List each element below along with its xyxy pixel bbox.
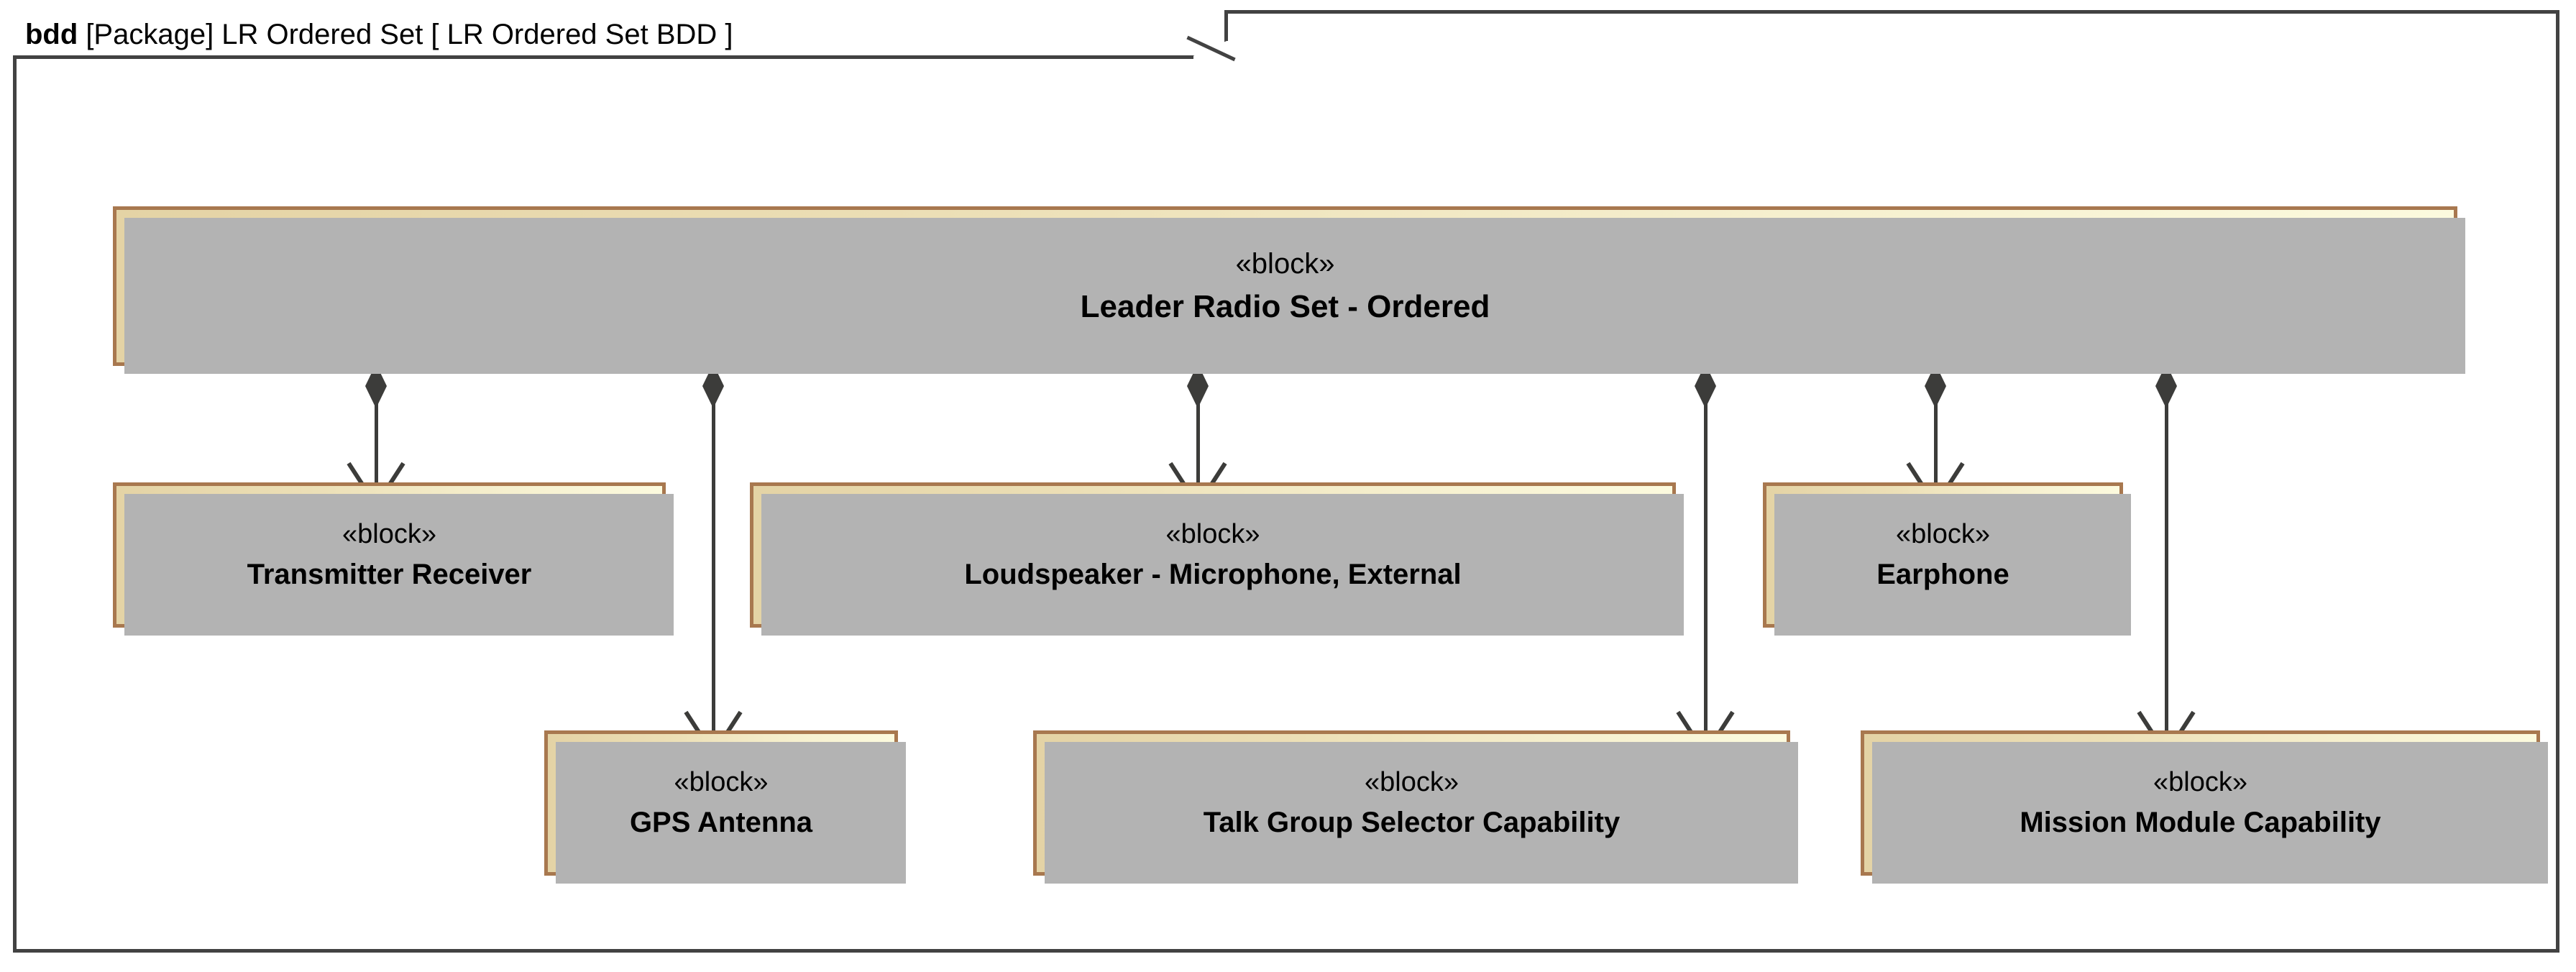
connector-line bbox=[2165, 364, 2168, 738]
block-name: Talk Group Selector Capability bbox=[1203, 806, 1621, 838]
block-stereotype: «block» bbox=[1165, 519, 1260, 550]
frame-tab-bottom-edge bbox=[13, 55, 1193, 59]
frame-tab-right-edge bbox=[1224, 10, 1228, 41]
block-stereotype: «block» bbox=[674, 767, 769, 798]
block-transmitter-receiver[interactable]: «block» Transmitter Receiver bbox=[113, 482, 674, 636]
diagram-kind-keyword: bdd bbox=[25, 18, 78, 50]
diagram-scope: [Package] bbox=[86, 18, 214, 50]
block-name: GPS Antenna bbox=[629, 806, 813, 838]
diagram-package-name: LR Ordered Set bbox=[221, 18, 423, 50]
block-gps-antenna[interactable]: «block» GPS Antenna bbox=[544, 730, 906, 884]
block-talk-group-selector-capability[interactable]: «block» Talk Group Selector Capability bbox=[1033, 730, 1798, 884]
block-stereotype: «block» bbox=[1235, 247, 1335, 280]
block-loudspeaker-microphone-external[interactable]: «block» Loudspeaker - Microphone, Extern… bbox=[750, 482, 1684, 636]
connector-line bbox=[1934, 364, 1938, 490]
connector-line bbox=[1196, 364, 1200, 490]
block-name: Leader Radio Set - Ordered bbox=[1080, 288, 1490, 324]
block-name: Earphone bbox=[1876, 558, 2009, 590]
connector-line bbox=[1704, 364, 1708, 738]
block-stereotype: «block» bbox=[1365, 767, 1459, 798]
block-leader-radio-set-ordered[interactable]: «block» Leader Radio Set - Ordered bbox=[113, 206, 2465, 374]
block-name: Transmitter Receiver bbox=[247, 558, 532, 590]
block-stereotype: «block» bbox=[1896, 519, 1990, 550]
block-earphone[interactable]: «block» Earphone bbox=[1763, 482, 2131, 636]
block-name: Loudspeaker - Microphone, External bbox=[964, 558, 1462, 590]
diagram-title: bdd [Package] LR Ordered Set [ LR Ordere… bbox=[13, 10, 1228, 59]
block-stereotype: «block» bbox=[2153, 767, 2247, 798]
block-name: Mission Module Capability bbox=[2020, 806, 2381, 838]
block-stereotype: «block» bbox=[342, 519, 436, 550]
connector-line bbox=[375, 364, 378, 490]
block-mission-module-capability[interactable]: «block» Mission Module Capability bbox=[1861, 730, 2548, 884]
diagram-name: [ LR Ordered Set BDD ] bbox=[431, 18, 733, 50]
connector-line bbox=[712, 364, 715, 738]
